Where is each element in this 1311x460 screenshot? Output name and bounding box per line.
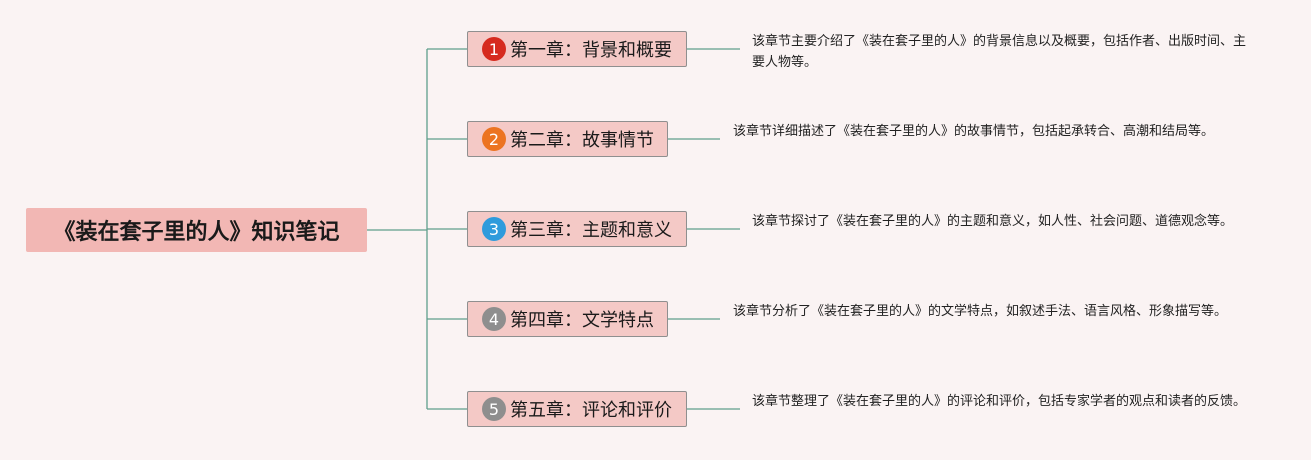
chapter-title: 第五章：评论和评价 <box>510 400 672 421</box>
number-badge-icon: 5 <box>482 397 506 421</box>
chapter-node-1[interactable]: 1 第一章：背景和概要 <box>467 31 687 67</box>
number-badge-icon: 3 <box>482 217 506 241</box>
description-text: 该章节主要介绍了《装在套子里的人》的背景信息以及概要，包括作者、出版时间、主要人… <box>752 34 1247 70</box>
chapter-description-1[interactable]: 该章节主要介绍了《装在套子里的人》的背景信息以及概要，包括作者、出版时间、主要人… <box>752 31 1252 73</box>
root-topic-label: 《装在套子里的人》知识笔记 <box>53 220 340 245</box>
chapter-title: 第四章：文学特点 <box>510 310 654 331</box>
chapter-title: 第三章：主题和意义 <box>510 220 672 241</box>
chapter-description-5[interactable]: 该章节整理了《装在套子里的人》的评论和评价，包括专家学者的观点和读者的反馈。 <box>752 391 1252 412</box>
chapter-description-4[interactable]: 该章节分析了《装在套子里的人》的文学特点，如叙述手法、语言风格、形象描写等。 <box>733 301 1233 322</box>
chapter-node-3[interactable]: 3 第三章：主题和意义 <box>467 211 687 247</box>
chapter-description-2[interactable]: 该章节详细描述了《装在套子里的人》的故事情节，包括起承转合、高潮和结局等。 <box>733 121 1233 142</box>
chapter-description-3[interactable]: 该章节探讨了《装在套子里的人》的主题和意义，如人性、社会问题、道德观念等。 <box>752 211 1248 232</box>
chapter-title: 第一章：背景和概要 <box>510 40 672 61</box>
chapter-node-2[interactable]: 2 第二章：故事情节 <box>467 121 668 157</box>
number-badge-icon: 4 <box>482 307 506 331</box>
root-topic[interactable]: 《装在套子里的人》知识笔记 <box>26 208 367 252</box>
description-text: 该章节整理了《装在套子里的人》的评论和评价，包括专家学者的观点和读者的反馈。 <box>752 394 1247 409</box>
chapter-node-5[interactable]: 5 第五章：评论和评价 <box>467 391 687 427</box>
description-text: 该章节详细描述了《装在套子里的人》的故事情节，包括起承转合、高潮和结局等。 <box>733 124 1215 139</box>
description-text: 该章节分析了《装在套子里的人》的文学特点，如叙述手法、语言风格、形象描写等。 <box>733 304 1228 319</box>
description-text: 该章节探讨了《装在套子里的人》的主题和意义，如人性、社会问题、道德观念等。 <box>752 214 1234 229</box>
number-badge-icon: 2 <box>482 127 506 151</box>
chapter-node-4[interactable]: 4 第四章：文学特点 <box>467 301 668 337</box>
chapter-title: 第二章：故事情节 <box>510 130 654 151</box>
number-badge-icon: 1 <box>482 37 506 61</box>
